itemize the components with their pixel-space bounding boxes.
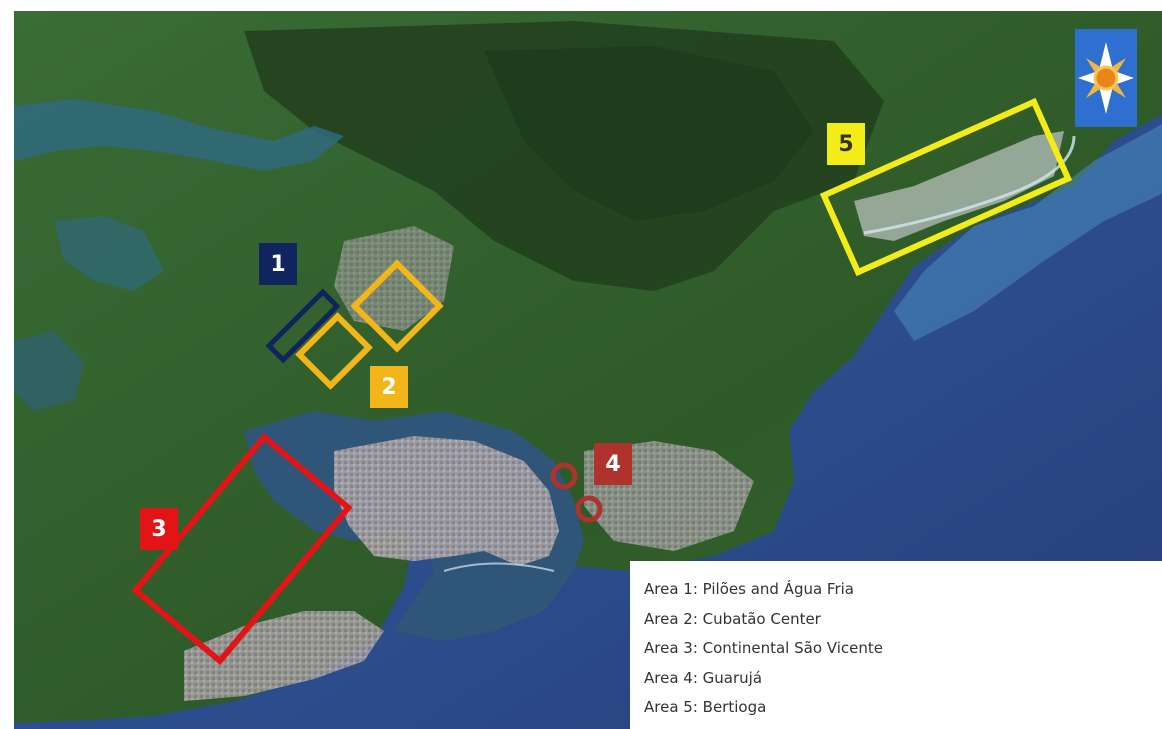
area-3-badge-label: 3 [151,516,167,542]
area-1-badge-label: 1 [270,251,286,277]
estuary-water [14,99,344,171]
area-2-outline-a [350,259,444,353]
legend-item-area-5: Area 5: Bertioga [644,698,767,716]
surf-zone [894,124,1162,341]
legend-item-area-2: Area 2: Cubatão Center [644,609,821,628]
area-4-badge: 4 [594,443,632,485]
area-5-badge: 5 [827,123,865,165]
sao-vicente-beach [184,611,384,701]
area-1-outline [265,288,341,364]
area-2-badge: 2 [370,366,408,408]
area-3-badge: 3 [140,508,178,550]
legend-item-area-4: Area 4: Guarujá [644,668,763,687]
map-frame: 1 2 3 4 5 Area 1: Pilões and Água Fria A… [14,11,1162,729]
area-4-circle-b [575,495,603,523]
area-4-badge-label: 4 [605,451,621,477]
area-5-outline [819,97,1073,277]
land-mass [14,11,1162,723]
area-2-badge-label: 2 [381,374,397,400]
area-4-circle-a [550,462,578,490]
area-3-outline [131,432,353,666]
legend-item-area-1: Area 1: Pilões and Água Fria [644,580,854,598]
cubatao-city [334,226,454,331]
bertioga-coast [854,131,1064,241]
area-5-badge-label: 5 [838,131,854,157]
santos-city [334,436,559,566]
satellite-map [14,11,1162,729]
area-1-badge: 1 [259,243,297,285]
area-2-outline-b [295,312,373,390]
legend-item-area-3: Area 3: Continental São Vicente [644,639,883,657]
sun-compass-icon [1075,29,1137,127]
legend-box: Area 1: Pilões and Água Fria Area 2: Cub… [630,561,1162,729]
